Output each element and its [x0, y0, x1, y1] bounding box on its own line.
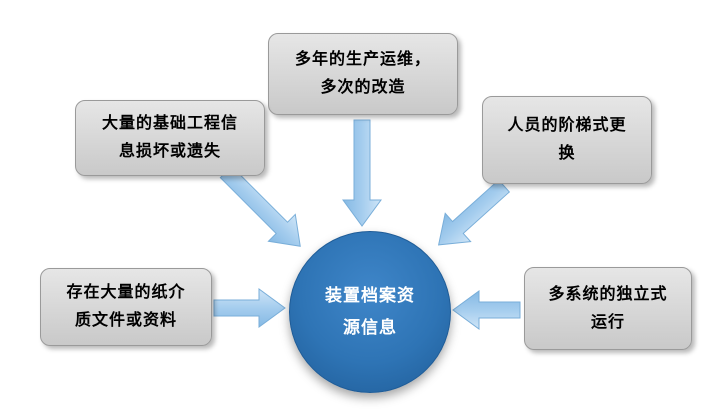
box-staff-stepwise-replacement: 人员的阶梯式更 换 — [482, 96, 652, 184]
center-text-line: 源信息 — [343, 318, 397, 337]
box-text-line: 息损坏或遗失 — [118, 143, 221, 160]
center-circle-archive-resource-info: 装置档案资 源信息 — [289, 231, 451, 393]
box-text-line: 多系统的独立式 — [548, 285, 668, 303]
center-text-line: 装置档案资 — [325, 285, 415, 305]
box-text-line: 质文件或资料 — [74, 312, 177, 329]
box-paper-documents: 存在大量的纸介 质文件或资料 — [40, 268, 212, 346]
box-independent-systems: 多系统的独立式 运行 — [524, 267, 692, 350]
arrow-upper-right-to-center — [437, 179, 511, 246]
arrow-left-to-center — [213, 288, 286, 328]
box-text-line: 多次的改造 — [320, 79, 406, 96]
arrow-top-to-center — [342, 119, 382, 227]
box-text-line: 多年的生产运维， — [294, 51, 431, 68]
box-production-operation: 多年的生产运维， 多次的改造 — [268, 33, 458, 115]
box-text-line: 人员的阶梯式更 — [507, 117, 627, 134]
box-text-line: 大量的基础工程信 — [101, 115, 238, 132]
box-text-line: 运行 — [590, 313, 625, 331]
box-basic-engineering-info-lost: 大量的基础工程信 息损坏或遗失 — [75, 100, 265, 176]
arrow-right-to-center — [452, 290, 521, 330]
box-text-line: 存在大量的纸介 — [66, 284, 186, 301]
box-text-line: 换 — [558, 145, 576, 162]
